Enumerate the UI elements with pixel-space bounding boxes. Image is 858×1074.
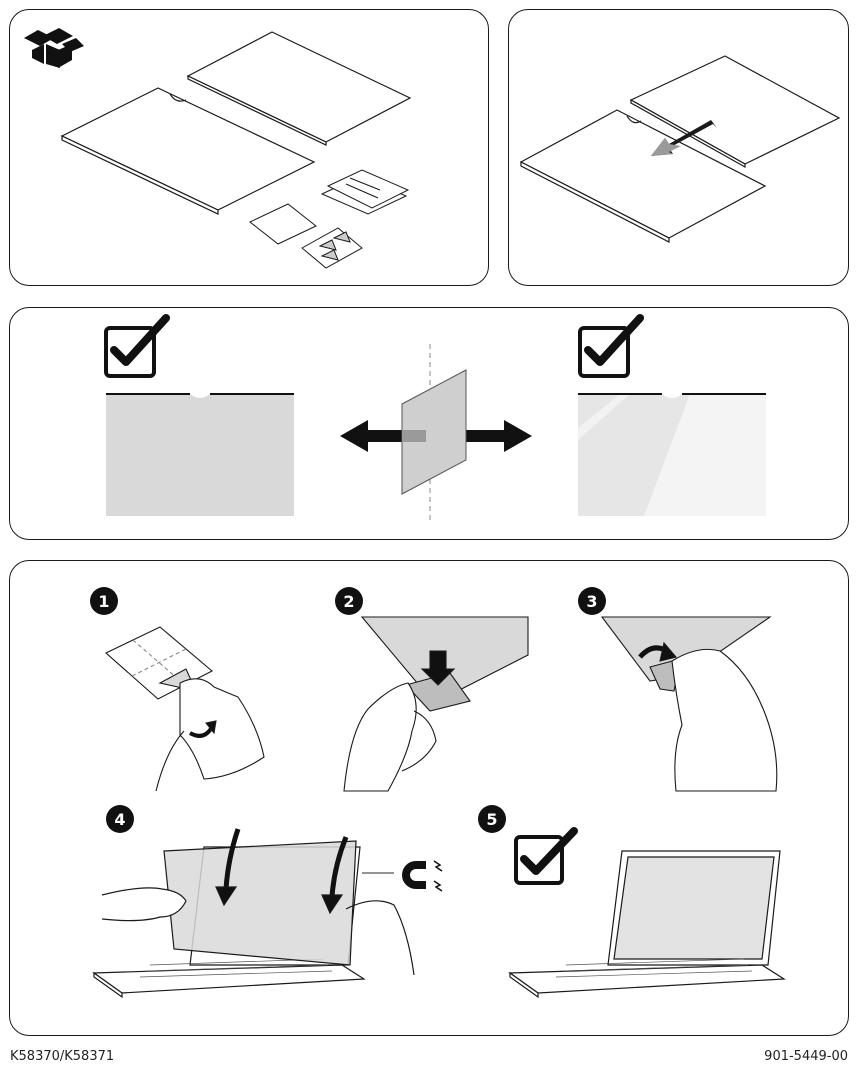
checkmark-icon bbox=[104, 314, 170, 378]
filter-glossy-side bbox=[578, 393, 766, 516]
package-contents-panel bbox=[9, 9, 489, 286]
step-4-badge: 4 bbox=[106, 805, 134, 833]
orientation-illustration bbox=[104, 314, 766, 524]
step-3-illustration bbox=[600, 616, 778, 792]
model-numbers: K58370/K58371 bbox=[10, 1049, 115, 1064]
step-1-illustration bbox=[105, 626, 265, 792]
document-number: 901-5449-00 bbox=[764, 1049, 848, 1064]
separate-sheets-panel bbox=[508, 9, 849, 286]
package-contents-illustration bbox=[24, 28, 412, 269]
step-4-illustration bbox=[92, 828, 415, 999]
separate-sheets-illustration bbox=[519, 55, 841, 243]
pull-arrow-icon bbox=[651, 120, 717, 156]
filter-flipping bbox=[401, 369, 467, 495]
orientation-panel bbox=[9, 307, 849, 540]
cleaning-cloth bbox=[249, 203, 317, 245]
filter-sheet-bottom bbox=[519, 109, 767, 243]
installation-illustration bbox=[92, 616, 786, 999]
installation-steps-panel: 1 2 3 4 5 bbox=[9, 560, 849, 1036]
filter-matte-side bbox=[106, 393, 294, 516]
step-2-illustration bbox=[343, 616, 529, 792]
box-icon bbox=[24, 28, 84, 68]
magnet-icon bbox=[402, 860, 443, 892]
privacy-filter-sheet-front bbox=[60, 87, 316, 215]
adhesive-tabs bbox=[301, 227, 363, 269]
step-5-badge: 5 bbox=[478, 805, 506, 833]
step-3-badge: 3 bbox=[578, 587, 606, 615]
checkmark-icon bbox=[578, 314, 644, 378]
step-2-badge: 2 bbox=[335, 587, 363, 615]
step-1-badge: 1 bbox=[90, 587, 118, 615]
flip-arrows-icon bbox=[340, 420, 532, 452]
privacy-filter-sheet-back bbox=[186, 31, 412, 146]
checkmark-icon bbox=[514, 827, 578, 885]
step-5-illustration bbox=[508, 850, 786, 999]
instruction-cards bbox=[320, 169, 410, 215]
